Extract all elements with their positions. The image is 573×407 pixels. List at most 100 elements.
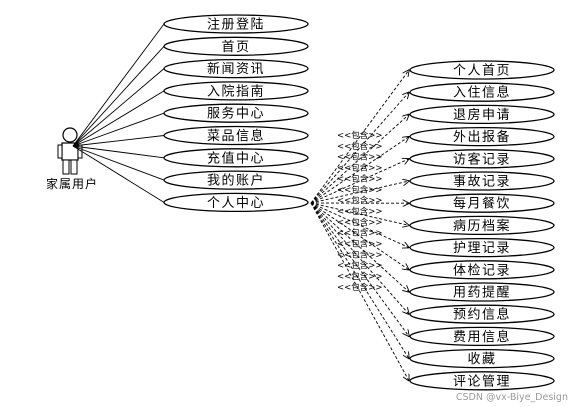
sub-use-case[interactable]: 每月餐饮 bbox=[409, 193, 555, 213]
main-use-case[interactable]: 服务中心 bbox=[163, 103, 309, 123]
include-label: <<包含>> bbox=[337, 249, 383, 260]
sub-use-case[interactable]: 体检记录 bbox=[409, 260, 555, 280]
use-case-label: 服务中心 bbox=[207, 106, 265, 122]
main-use-case[interactable]: 首页 bbox=[163, 36, 309, 56]
use-case-label: 菜品信息 bbox=[207, 128, 265, 144]
use-case-ellipse[interactable] bbox=[409, 60, 555, 80]
sub-use-case[interactable]: 评论管理 bbox=[409, 371, 555, 391]
main-use-case[interactable]: 菜品信息 bbox=[163, 125, 309, 146]
include-label: <<包含>> bbox=[337, 163, 383, 174]
use-case-ellipse[interactable] bbox=[163, 36, 309, 56]
association-lines bbox=[72, 23, 165, 203]
use-case-ellipse[interactable] bbox=[163, 81, 309, 101]
use-case-label: 评论管理 bbox=[453, 374, 511, 389]
include-arrow bbox=[310, 114, 409, 204]
use-case-ellipse[interactable] bbox=[409, 171, 555, 191]
sub-use-case[interactable]: 预约信息 bbox=[409, 304, 555, 324]
use-case-label: 入住信息 bbox=[453, 85, 511, 101]
actor-icon bbox=[57, 127, 83, 175]
use-case-label: 我的账户 bbox=[207, 173, 265, 189]
sub-use-case[interactable]: 入住信息 bbox=[409, 82, 555, 102]
main-use-case[interactable]: 注册登陆 bbox=[163, 14, 309, 34]
sub-use-case[interactable]: 个人首页 bbox=[409, 60, 555, 80]
use-case-label: 预约信息 bbox=[453, 307, 511, 323]
sub-use-case[interactable]: 退房申请 bbox=[409, 104, 555, 125]
sub-use-case[interactable]: 用药提醒 bbox=[409, 282, 555, 302]
include-arrow bbox=[310, 159, 409, 204]
include-arrow bbox=[310, 202, 409, 292]
use-case-label: 费用信息 bbox=[453, 329, 511, 345]
use-case-ellipse[interactable] bbox=[409, 104, 555, 125]
include-label: <<包含>> bbox=[337, 282, 383, 293]
sub-use-case[interactable]: 护理记录 bbox=[409, 237, 555, 258]
use-case-ellipse[interactable] bbox=[409, 371, 555, 391]
use-case-label: 外出报备 bbox=[453, 129, 511, 145]
use-case-label: 个人首页 bbox=[453, 64, 511, 79]
use-case-ellipse[interactable] bbox=[409, 260, 555, 280]
use-case-ellipse[interactable] bbox=[163, 170, 309, 190]
use-case-ellipse[interactable] bbox=[409, 82, 555, 102]
use-case-ellipse[interactable] bbox=[409, 282, 555, 302]
use-case-ellipse[interactable] bbox=[409, 215, 555, 236]
sub-use-case[interactable]: 费用信息 bbox=[409, 326, 555, 347]
include-label: <<包含>> bbox=[337, 260, 383, 271]
sub-use-case[interactable]: 病历档案 bbox=[409, 215, 555, 236]
use-case-label: 护理记录 bbox=[453, 241, 511, 256]
include-arrow bbox=[310, 202, 409, 225]
use-case-label: 事故记录 bbox=[453, 175, 511, 190]
include-label: <<包含>> bbox=[337, 239, 383, 250]
association-line bbox=[72, 45, 165, 147]
include-label: <<包含>> bbox=[337, 217, 383, 228]
use-case-ellipse[interactable] bbox=[409, 348, 555, 369]
sub-use-case[interactable]: 事故记录 bbox=[409, 171, 555, 191]
use-case-ellipse[interactable] bbox=[163, 192, 309, 213]
include-arrow bbox=[310, 70, 409, 204]
include-label: <<包含>> bbox=[337, 130, 383, 141]
use-case-ellipse[interactable] bbox=[163, 103, 309, 123]
use-case-ellipse[interactable] bbox=[163, 148, 309, 168]
use-case-label: 用药提醒 bbox=[453, 285, 511, 301]
include-label: <<包含>> bbox=[337, 206, 383, 217]
main-use-case[interactable]: 个人中心 bbox=[163, 192, 309, 213]
use-case-label: 访客记录 bbox=[453, 151, 511, 167]
use-case-label: 收藏 bbox=[467, 352, 496, 367]
use-case-ellipse[interactable] bbox=[409, 326, 555, 347]
use-case-ellipse[interactable] bbox=[409, 304, 555, 324]
use-case-label: 首页 bbox=[221, 40, 250, 55]
sub-use-cases: 个人首页入住信息退房申请外出报备访客记录事故记录每月餐饮病历档案护理记录体检记录… bbox=[409, 60, 555, 391]
include-arrow bbox=[310, 181, 409, 204]
use-case-label: 病历档案 bbox=[453, 219, 511, 234]
use-case-ellipse[interactable] bbox=[409, 237, 555, 258]
include-arrows bbox=[310, 70, 409, 381]
association-line bbox=[72, 145, 165, 159]
use-case-ellipse[interactable] bbox=[163, 14, 309, 34]
association-line bbox=[72, 145, 165, 181]
use-case-ellipse[interactable] bbox=[409, 149, 555, 169]
association-line bbox=[72, 112, 165, 147]
main-use-case[interactable]: 充值中心 bbox=[163, 148, 309, 168]
main-use-case[interactable]: 入院指南 bbox=[163, 81, 309, 101]
main-use-case[interactable]: 新闻资讯 bbox=[163, 58, 309, 79]
main-use-case[interactable]: 我的账户 bbox=[163, 170, 309, 190]
include-arrow bbox=[310, 202, 409, 381]
use-case-label: 个人中心 bbox=[207, 196, 265, 211]
use-case-label: 体检记录 bbox=[453, 263, 511, 278]
sub-use-case[interactable]: 外出报备 bbox=[409, 126, 555, 147]
sub-use-case[interactable]: 收藏 bbox=[409, 348, 555, 369]
use-case-ellipse[interactable] bbox=[409, 193, 555, 213]
use-case-label: 入院指南 bbox=[207, 83, 265, 99]
use-case-ellipse[interactable] bbox=[163, 58, 309, 79]
include-arrow bbox=[310, 202, 409, 248]
include-label: <<包含>> bbox=[337, 195, 383, 206]
include-label: <<包含>> bbox=[337, 184, 383, 195]
sub-use-case[interactable]: 访客记录 bbox=[409, 149, 555, 169]
use-case-ellipse[interactable] bbox=[409, 126, 555, 147]
association-line bbox=[72, 90, 165, 147]
association-line bbox=[72, 68, 165, 147]
include-label: <<包含>> bbox=[337, 152, 383, 163]
use-case-ellipse[interactable] bbox=[163, 125, 309, 146]
use-case-label: 新闻资讯 bbox=[207, 61, 265, 77]
include-label: <<包含>> bbox=[337, 173, 383, 184]
